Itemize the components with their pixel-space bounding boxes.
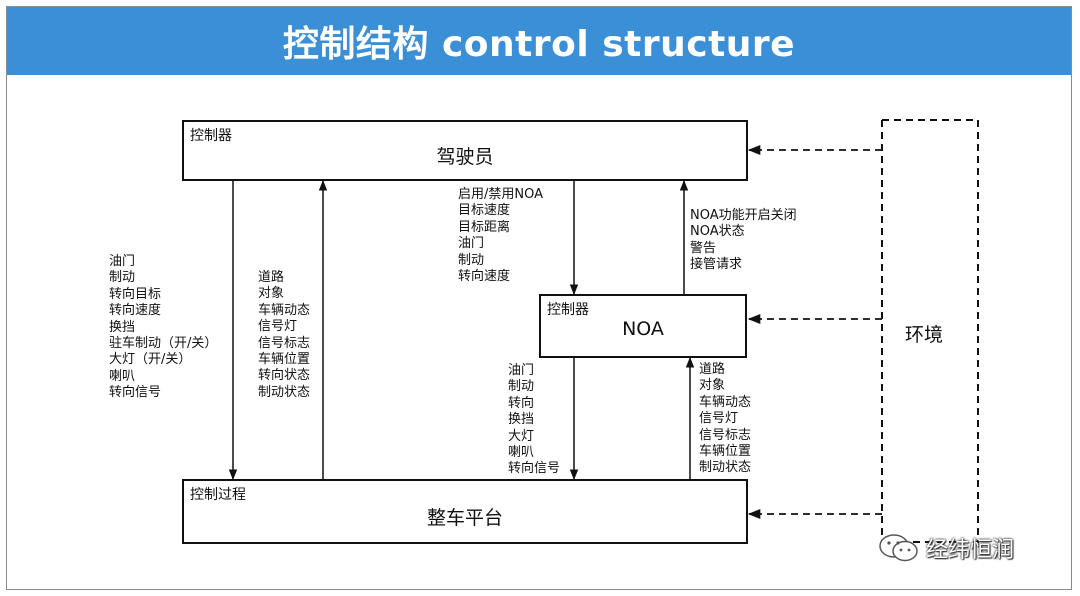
list-item: 大灯 — [508, 428, 535, 444]
list-item: 信号灯 — [258, 319, 298, 335]
list-item: 信号标志 — [258, 335, 311, 351]
list-item: 驻车制动（开/关） — [109, 336, 218, 352]
list-item: 转向速度 — [109, 303, 162, 319]
list-item: 启用/禁用NOA — [458, 187, 544, 202]
list-item: 制动 — [458, 252, 485, 268]
list-item: NOA状态 — [690, 224, 745, 240]
list-item: 目标距离 — [458, 219, 511, 235]
vehicle-box-label: 整车平台 — [426, 507, 503, 529]
list-item: 制动状态 — [699, 460, 752, 476]
watermark-text: 经纬恒润 — [926, 538, 1015, 563]
list-item: 制动 — [508, 379, 535, 395]
list-item: 转向速度 — [458, 269, 511, 285]
list-item: 接管请求 — [690, 257, 743, 273]
driver-controller-box: 控制器 驾驶员 — [182, 120, 748, 181]
list-item: 警告 — [690, 240, 717, 256]
list-item: 转向状态 — [258, 368, 311, 384]
list-item: 道路 — [258, 270, 285, 285]
list-item: 油门 — [458, 236, 485, 252]
list-item: 油门 — [508, 363, 535, 378]
list-noa-to-driver: NOA功能开启关闭 NOA状态 警告 接管请求 — [690, 208, 797, 274]
list-driver-to-vehicle: 油门 制动 转向目标 转向速度 换挡 驻车制动（开/关） 大灯（开/关） 喇叭 … — [109, 254, 217, 402]
list-vehicle-to-noa: 道路 对象 车辆动态 信号灯 信号标志 车辆位置 制动状态 — [699, 362, 751, 477]
list-item: 喇叭 — [109, 368, 136, 384]
list-item: 道路 — [699, 362, 726, 377]
list-item: 油门 — [109, 254, 136, 269]
list-vehicle-to-driver: 道路 对象 车辆动态 信号灯 信号标志 车辆位置 转向状态 制动状态 — [258, 270, 310, 401]
list-item: 目标速度 — [458, 203, 511, 219]
noa-box-label: NOA — [622, 318, 664, 340]
vehicle-box-tag: 控制过程 — [190, 487, 246, 503]
list-item: 对象 — [699, 378, 726, 394]
list-driver-to-noa: 启用/禁用NOA 目标速度 目标距离 油门 制动 转向速度 — [458, 187, 543, 285]
list-item: 车辆动态 — [258, 302, 311, 318]
list-item: 信号灯 — [699, 411, 739, 427]
driver-box-label: 驾驶员 — [436, 146, 494, 168]
list-item: 转向 — [508, 395, 535, 411]
list-item: 换挡 — [109, 319, 136, 335]
list-item: 转向信号 — [109, 385, 162, 401]
environment-box — [882, 119, 979, 543]
list-item: 对象 — [258, 286, 285, 302]
driver-box-tag: 控制器 — [190, 128, 232, 144]
title-bar: 控制结构 control structure — [7, 7, 1071, 75]
list-item: 换挡 — [508, 412, 535, 428]
vehicle-process-box: 控制过程 整车平台 — [182, 479, 748, 544]
list-noa-to-vehicle: 油门 制动 转向 换挡 大灯 喇叭 转向信号 — [508, 363, 560, 478]
page-title: 控制结构 control structure — [282, 24, 796, 65]
list-item: 车辆动态 — [699, 394, 752, 410]
list-item: 信号标志 — [699, 427, 752, 443]
list-item: 制动状态 — [258, 384, 311, 400]
list-item: 车辆位置 — [699, 444, 752, 460]
noa-controller-box: 控制器 NOA — [539, 294, 747, 358]
list-item: NOA功能开启关闭 — [690, 208, 797, 223]
environment-label: 环境 — [905, 324, 944, 346]
wechat-icon — [879, 534, 918, 562]
list-item: 车辆位置 — [258, 352, 311, 368]
watermark: 经纬恒润 — [878, 532, 1014, 564]
list-item: 转向信号 — [508, 461, 561, 477]
list-item: 制动 — [109, 270, 136, 286]
list-item: 转向目标 — [109, 286, 162, 302]
list-item: 大灯（开/关） — [109, 352, 192, 368]
noa-box-tag: 控制器 — [547, 302, 589, 318]
list-item: 喇叭 — [508, 445, 535, 461]
